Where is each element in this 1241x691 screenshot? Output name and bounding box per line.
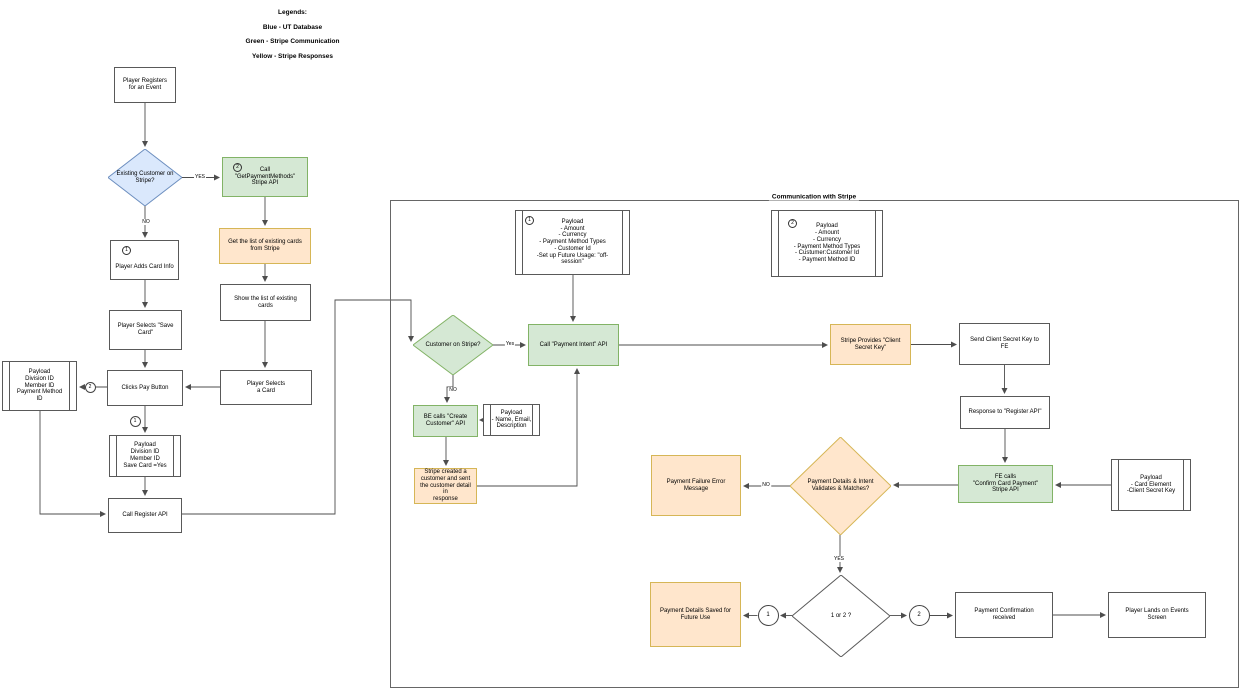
node-payment-saved: Payment Details Saved for Future Use [650,582,741,647]
legend-yellow: Yellow - Stripe Responses [252,53,333,61]
node-get-payment-methods: 2 Call "GetPaymentMethods" Stripe API [222,157,308,197]
node-payload-2: 2 Payload - Amount - Currency - Payment … [771,210,883,277]
node-stripe-created: Stripe created a customer and sent the c… [414,468,477,504]
step-badge-2: 2 [233,163,242,172]
node-show-list-cards: Show the list of existing cards [220,284,311,321]
edge-label-no-validates: NO [761,482,771,488]
node-get-list-cards: Get the list of existing cards from Stri… [219,228,311,264]
connector-circle-2-small: 2 [84,381,96,393]
step-badge-1: 1 [122,246,131,255]
legend: Legends: Blue - UT Database Green - Stri… [210,2,375,68]
node-be-create-customer: BE calls "Create Customer" API [413,405,478,437]
edge-label-no-existing: NO [141,219,151,225]
legend-title: Legends: [278,9,307,17]
legend-blue: Blue - UT Database [262,23,323,31]
edge-label-yes-customer: Yes [504,341,516,347]
node-payload-name-email: Payload - Name, Email, Description [483,404,540,436]
node-player-lands: Player Lands on Events Screen [1108,592,1206,638]
edge-label-no-customer: NO [448,387,458,393]
node-get-payment-methods-label: Call "GetPaymentMethods" Stripe API [234,166,296,187]
decision-existing-customer-label: Existing Customer on Stripe? [116,170,174,184]
node-player-adds-card: 1 Player Adds Card Info [110,240,179,280]
node-payload-member: Payload Division ID Member ID Payment Me… [2,361,77,411]
decision-customer-on-stripe: Customer on Stripe? [413,315,493,375]
decision-payment-validates: Payment Details & Intent Validates & Mat… [790,437,891,535]
node-player-registers: Player Registers for an Event [114,67,176,103]
decision-one-or-two-label: 1 or 2 ? [830,612,852,619]
edge-label-yes-existing: YES [193,174,207,180]
node-payload-save-card: Payload Division ID Member ID Save Card … [109,435,181,477]
node-payload-1-label: Payload - Amount - Currency - Payment Me… [536,218,609,266]
stripe-communication-container [390,200,1239,688]
node-call-payment-intent: Call "Payment Intent" API [528,324,619,366]
connector-circle-1-big: 1 [757,604,779,626]
connector [182,299,414,515]
payload-badge-2: 2 [788,219,797,228]
node-payload-card-element: Payload - Card Element -Client Secret Ke… [1111,459,1191,511]
node-call-register: Call Register API [108,498,182,533]
container-title: Communication with Stripe [768,193,860,201]
connector [39,411,106,517]
connector-circle-2-big: 2 [908,604,930,626]
node-payload-1: 1 Payload - Amount - Currency - Payment … [515,210,630,275]
payload-badge-1: 1 [525,216,534,225]
connector-circle-1-small: 1 [129,415,141,427]
decision-one-or-two: 1 or 2 ? [792,575,890,657]
node-clicks-pay: Clicks Pay Button [107,370,183,406]
decision-customer-on-stripe-label: Customer on Stripe? [425,341,481,348]
node-stripe-provides: Stripe Provides "Client Secret Key" [830,324,911,365]
node-player-selects-card: Player Selects a Card [220,370,312,405]
node-fe-confirm: FE calls "Confirm Card Payment" Stripe A… [958,465,1053,503]
legend-green: Green - Stripe Communication [245,38,340,46]
node-player-selects-save: Player Selects "Save Card" [109,310,182,350]
edge-label-yes-validates: YES [832,556,846,562]
node-payment-confirmation: Payment Confirmation received [955,592,1053,638]
decision-existing-customer: Existing Customer on Stripe? [108,149,182,206]
node-player-adds-card-label: Player Adds Card Info [115,264,174,271]
node-payment-failure: Payment Failure Error Message [651,455,741,516]
node-payload-2-label: Payload - Amount - Currency - Payment Me… [793,223,861,264]
decision-payment-validates-label: Payment Details & Intent Validates & Mat… [807,479,874,492]
node-send-client-secret: Send Client Secret Key to FE [959,323,1050,365]
connector [477,368,580,487]
node-response-register: Response to "Register API" [960,396,1050,429]
